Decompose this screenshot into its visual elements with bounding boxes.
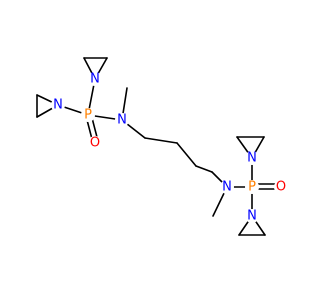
atom-n3-label: N	[117, 113, 127, 128]
atom-n2: N	[51, 98, 65, 113]
bond-c7-c8	[195, 165, 213, 173]
bond-c6-c7	[176, 142, 197, 167]
atom-o1: O	[88, 136, 102, 151]
atom-n4-label: N	[222, 180, 232, 195]
atom-p2: P	[245, 180, 259, 195]
molecule-structure-diagram: N N P O N N P O	[36, 57, 288, 236]
atom-n1-label: N	[90, 72, 100, 87]
atom-p1: P	[81, 108, 95, 123]
atom-p2-label: P	[248, 180, 256, 195]
molecule-canvas: N N P O N N P O	[36, 57, 288, 236]
bond-layer	[36, 57, 280, 236]
atom-p1-label: P	[84, 108, 92, 123]
atom-o1-label: O	[90, 136, 100, 151]
atom-n1: N	[88, 72, 102, 87]
bond-c5-c6	[144, 137, 178, 144]
atom-n6-label: N	[247, 209, 257, 224]
atom-n6: N	[245, 209, 259, 224]
atom-n4: N	[220, 180, 234, 195]
atom-n2-label: N	[53, 98, 63, 113]
atom-n3: N	[115, 113, 129, 128]
atom-o2-label: O	[276, 180, 286, 195]
atom-o2: O	[274, 180, 288, 195]
atom-n5-label: N	[247, 151, 257, 166]
atom-label-layer: N N P O N N P O	[51, 72, 288, 224]
atom-n5: N	[245, 151, 259, 166]
